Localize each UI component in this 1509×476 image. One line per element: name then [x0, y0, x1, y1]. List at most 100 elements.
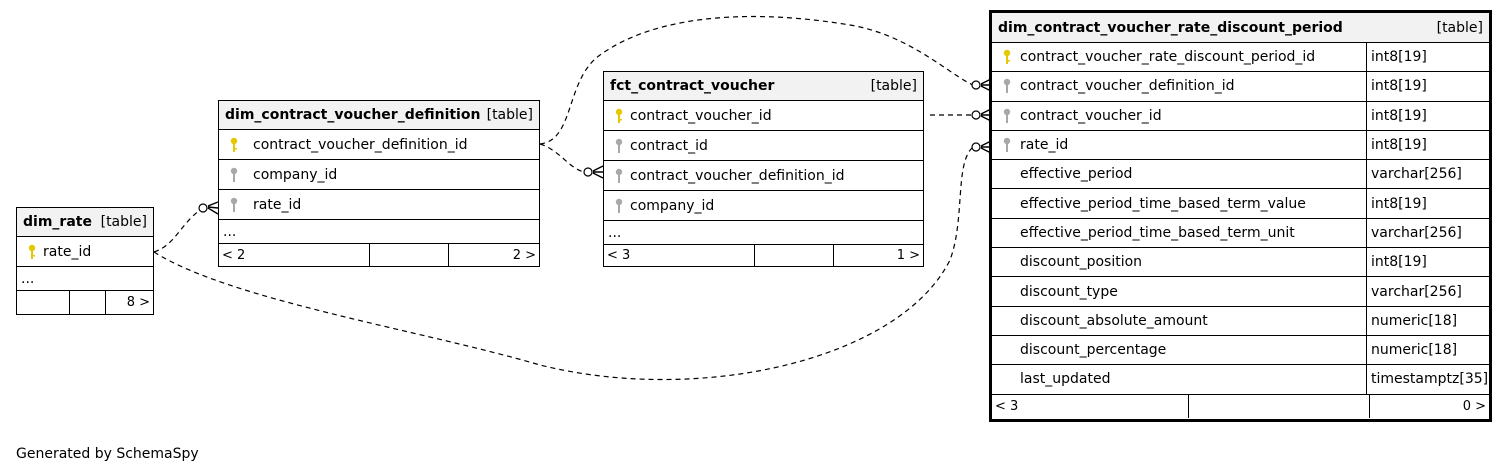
- footer-middle: [1188, 394, 1369, 418]
- column-name: contract_voucher_definition_id: [630, 167, 845, 184]
- column-type: int8[19]: [1366, 72, 1489, 101]
- column-name: contract_voucher_definition_id: [253, 136, 468, 153]
- foreign-key-icon: [996, 137, 1018, 153]
- foreign-key-icon: [223, 167, 245, 183]
- column-row: contract_id: [604, 131, 923, 161]
- column-name: rate_id: [1020, 137, 1069, 154]
- table-kind: [table]: [100, 214, 147, 230]
- column-name: contract_voucher_rate_discount_period_id: [1020, 49, 1316, 66]
- column-name: effective_period: [1020, 166, 1133, 183]
- footer-middle: [369, 244, 448, 266]
- more-columns: ...: [604, 221, 923, 245]
- table-fct-contract-voucher[interactable]: fct_contract_voucher [table] contract_vo…: [603, 71, 924, 267]
- footer-middle: [754, 245, 833, 266]
- edge-end-circle: [971, 142, 981, 152]
- table-header: dim_contract_voucher_definition [table]: [219, 101, 539, 130]
- column-row: effective_period varchar[256]: [992, 160, 1489, 190]
- column-row: rate_id int8[19]: [992, 130, 1489, 161]
- column-row: rate_id: [219, 190, 539, 220]
- column-row: contract_voucher_definition_id: [219, 130, 539, 160]
- primary-key-icon: [21, 244, 43, 260]
- column-name: contract_voucher_id: [630, 107, 772, 124]
- table-kind: [table]: [486, 107, 533, 123]
- table-footer: 8 >: [17, 291, 153, 314]
- footer-children: 8 >: [105, 291, 153, 314]
- footer-parents: < 2: [222, 247, 246, 263]
- footer-children: 0 >: [1369, 394, 1489, 418]
- table-name: dim_contract_voucher_definition: [225, 107, 481, 123]
- table-header: fct_contract_voucher [table]: [604, 72, 923, 101]
- foreign-key-icon: [608, 138, 630, 154]
- foreign-key-icon: [608, 168, 630, 184]
- column-name: discount_type: [1020, 283, 1118, 300]
- table-header: dim_contract_voucher_rate_discount_perio…: [992, 13, 1489, 43]
- edge-end-circle: [198, 203, 208, 213]
- column-name: last_updated: [1020, 371, 1111, 388]
- column-name: contract_id: [630, 137, 708, 154]
- crow-foot: [207, 201, 219, 215]
- table-dim-contract-voucher-definition[interactable]: dim_contract_voucher_definition [table] …: [218, 100, 540, 267]
- column-type: timestamptz[35]: [1366, 365, 1489, 394]
- crow-foot: [592, 165, 604, 179]
- column-type: int8[19]: [1366, 189, 1489, 218]
- column-row: effective_period_time_based_term_unit var…: [992, 218, 1489, 249]
- column-name: effective_period_time_based_term_value: [1020, 195, 1306, 212]
- edge-rate-to-period: [153, 147, 973, 381]
- footer-parents: < 3: [607, 248, 631, 263]
- primary-key-icon: [223, 137, 245, 153]
- table-name: fct_contract_voucher: [610, 78, 775, 94]
- column-name: effective_period_time_based_term_unit: [1020, 224, 1295, 241]
- edge-definition-to-period: [539, 15, 974, 145]
- column-type: numeric[18]: [1366, 335, 1489, 365]
- column-row: effective_period_time_based_term_value in…: [992, 189, 1489, 219]
- more-columns: ...: [219, 220, 539, 244]
- column-type: int8[19]: [1366, 130, 1489, 160]
- column-type: numeric[18]: [1366, 306, 1489, 335]
- footer-parents: [17, 291, 69, 314]
- column-type: int8[19]: [1366, 101, 1489, 130]
- footer-middle: [69, 291, 105, 314]
- edge-end-circle: [971, 80, 981, 90]
- footer-children: 2 >: [448, 244, 539, 266]
- edge-rate-to-definition: [153, 209, 201, 253]
- column-row: company_id: [219, 160, 539, 190]
- column-type: varchar[256]: [1366, 160, 1489, 189]
- table-dim-rate[interactable]: dim_rate [table] rate_id ... 8 >: [16, 207, 154, 315]
- footer-children: 1 >: [833, 245, 923, 266]
- table-dim-contract-voucher-rate-discount-period[interactable]: dim_contract_voucher_rate_discount_perio…: [989, 10, 1492, 422]
- primary-key-icon: [608, 108, 630, 124]
- edge-end-circle: [971, 110, 981, 120]
- column-row: company_id: [604, 191, 923, 221]
- table-name: dim_contract_voucher_rate_discount_perio…: [998, 19, 1343, 36]
- table-footer: < 3 1 >: [604, 245, 923, 266]
- generated-by-caption: Generated by SchemaSpy: [16, 446, 199, 462]
- footer-parents: < 3: [995, 398, 1019, 414]
- column-name: company_id: [253, 166, 338, 183]
- foreign-key-icon: [996, 78, 1018, 94]
- column-name: rate_id: [43, 243, 92, 260]
- column-row: rate_id: [17, 237, 153, 267]
- column-row: discount_percentage numeric[18]: [992, 335, 1489, 366]
- table-kind: [table]: [1436, 19, 1483, 36]
- table-header: dim_rate [table]: [17, 208, 153, 237]
- column-type: int8[19]: [1366, 43, 1489, 72]
- column-name: discount_percentage: [1020, 342, 1167, 359]
- table-footer: < 3 0 >: [992, 394, 1489, 418]
- table-kind: [table]: [870, 78, 917, 94]
- table-footer: < 2 2 >: [219, 244, 539, 266]
- table-name: dim_rate: [23, 214, 92, 230]
- column-row: contract_voucher_definition_id: [604, 161, 923, 191]
- column-type: int8[19]: [1366, 248, 1489, 277]
- primary-key-icon: [996, 49, 1018, 65]
- column-type: varchar[256]: [1366, 277, 1489, 306]
- column-row: discount_type varchar[256]: [992, 277, 1489, 307]
- column-type: varchar[256]: [1366, 218, 1489, 248]
- edge-definition-to-voucher: [539, 143, 586, 173]
- column-row: last_updated timestamptz[35]: [992, 365, 1489, 395]
